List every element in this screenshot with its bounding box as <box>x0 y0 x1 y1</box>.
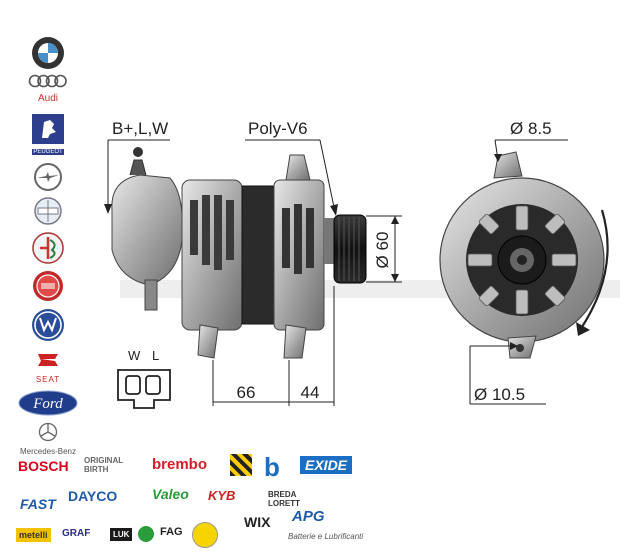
apg-subtitle: Batterie e Lubrificanti <box>288 532 364 541</box>
kyb-logo: KYB <box>208 488 236 503</box>
peugeot-logo: PEUGEOT <box>10 114 86 155</box>
alfa-romeo-logo <box>10 232 86 269</box>
audi-text: Audi <box>37 93 58 104</box>
plug-l-label: L <box>152 348 159 363</box>
mercedes-logo: Mercedes-Benz <box>10 422 86 456</box>
plug-w-label: W <box>128 348 141 363</box>
alternator-diagram: B+,L,W Poly-V6 Ø 60 66 44 W L <box>104 119 620 409</box>
lancia-logo <box>10 196 86 231</box>
bardahl-logo-icon <box>230 454 252 476</box>
graf-logo: GRAF <box>62 528 91 539</box>
terminal-callout: B+,L,W <box>104 119 170 214</box>
ina-logo-icon <box>138 526 154 542</box>
fag-logo: FAG <box>160 526 183 538</box>
breda-lorett-logo: BREDA LORETT <box>268 490 300 508</box>
dim-44-label: 44 <box>301 383 320 402</box>
alternator-front-view <box>439 151 605 359</box>
seat-text: SEAT <box>35 375 61 384</box>
top-hole-callout: Ø 8.5 <box>494 119 568 162</box>
brembo-logo: brembo <box>152 456 208 473</box>
mercedes-text: Mercedes-Benz <box>19 447 77 456</box>
length-dimensions: 66 44 <box>212 286 335 406</box>
bottom-hole-callout: Ø 10.5 <box>469 342 546 405</box>
bmw-logo <box>10 36 86 75</box>
fast-logo: FAST <box>20 496 56 512</box>
opel-logo <box>10 162 86 197</box>
brand-logos-strip: BOSCH ORIGINAL BIRTH brembo b EXIDE FAST… <box>12 452 372 554</box>
exide-logo: EXIDE <box>300 456 353 474</box>
bosch-logo: BOSCH <box>18 458 69 474</box>
top-hole-label: Ø 8.5 <box>510 119 552 138</box>
original-birth-logo: ORIGINAL BIRTH <box>84 456 123 474</box>
bottom-hole-label: Ø 10.5 <box>474 385 525 404</box>
pulley-callout: Poly-V6 <box>245 119 338 216</box>
car-logo-sidebar: Audi PEUGEOT <box>10 30 86 456</box>
apg-logo: APG <box>292 508 325 525</box>
valeo-logo: Valeo <box>152 486 189 502</box>
connector-plug: W L <box>117 348 171 409</box>
pulley-label: Poly-V6 <box>248 119 308 138</box>
metelli-logo: metelli <box>16 528 51 542</box>
b-logo-icon: b <box>264 452 280 482</box>
audi-logo: Audi <box>10 74 86 104</box>
alternator-side-view <box>111 147 367 359</box>
ford-text: Ford <box>32 396 63 412</box>
terminal-label: B+,L,W <box>112 119 168 138</box>
ford-logo: Ford <box>10 390 86 421</box>
pulley-diameter-label: Ø 60 <box>373 232 392 269</box>
luk-logo: LUK <box>110 528 133 541</box>
fiat-logo <box>10 270 86 307</box>
pulley-diameter-dimension: Ø 60 <box>366 215 402 283</box>
volkswagen-logo <box>10 308 86 347</box>
rotation-arrow-icon <box>579 209 609 331</box>
peugeot-text: PEUGEOT <box>32 149 64 155</box>
seat-logo: SEAT <box>10 350 86 384</box>
dayco-logo: DAYCO <box>68 488 118 504</box>
wix-logo: WIX <box>244 514 271 530</box>
dim-66-label: 66 <box>237 383 256 402</box>
bilstein-logo-icon <box>192 522 218 548</box>
